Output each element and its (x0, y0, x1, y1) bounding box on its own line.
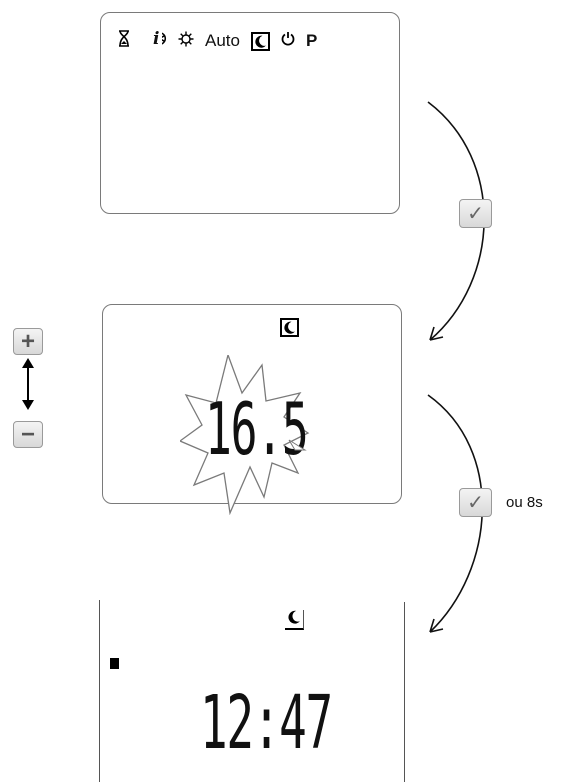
power-icon (281, 31, 295, 51)
plus-button[interactable]: + (13, 328, 43, 355)
check-icon: ✓ (467, 492, 484, 514)
info-symbol: i (150, 29, 163, 49)
sun-icon (178, 31, 194, 52)
auto-label: Auto (205, 31, 240, 50)
clock-time: 12:47 (200, 680, 333, 766)
lcd-screen-clock-right-edge (404, 602, 405, 782)
flash-burst-icon (180, 355, 310, 515)
minus-icon: − (20, 420, 35, 448)
check-icon: ✓ (467, 203, 484, 225)
program-label: P (305, 31, 318, 50)
timeout-label: ou 8s (506, 494, 543, 511)
pointer-indicator (288, 439, 307, 451)
mode-icons-row: Auto P (118, 30, 317, 52)
program-indicator-icon (110, 658, 119, 669)
ok-button[interactable]: ✓ (459, 488, 492, 517)
moon-icon-selected (250, 31, 270, 51)
temperature-value: 16.5 (205, 387, 309, 471)
moon-icon (285, 610, 304, 630)
moon-icon (280, 318, 299, 337)
hourglass-icon (118, 30, 130, 52)
lcd-screen-clock-left-edge (99, 600, 100, 782)
ok-button[interactable]: ✓ (459, 199, 492, 228)
minus-button[interactable]: − (13, 421, 43, 448)
plus-icon: + (20, 327, 35, 355)
